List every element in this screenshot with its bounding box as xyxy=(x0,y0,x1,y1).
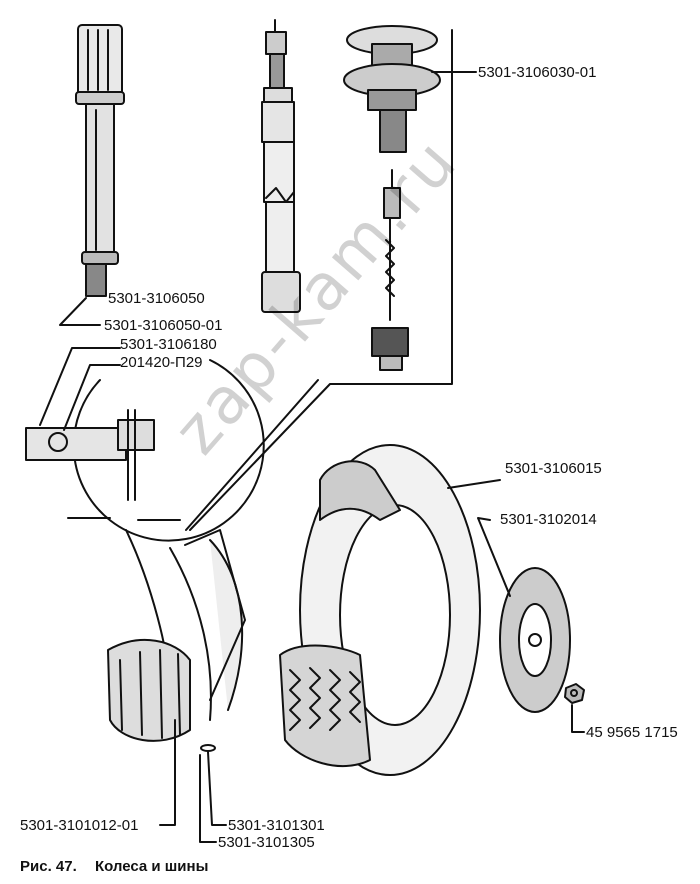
wheel-rim-drawing xyxy=(67,517,246,742)
nut-drawing xyxy=(564,683,585,704)
label-ring-b: 5301-3101305 xyxy=(218,834,315,851)
label-extension-hose: 5301-3106050 xyxy=(108,290,205,307)
label-tire: 5301-3106015 xyxy=(505,460,602,477)
tire-drawing xyxy=(279,444,481,776)
valve-stem-drawing xyxy=(261,19,301,313)
label-bolt: 201420-П29 xyxy=(120,354,203,371)
valve-cap-drawing xyxy=(343,25,441,371)
label-nut: 45 9565 1715 xyxy=(586,724,678,741)
hub-cap-drawing xyxy=(499,567,571,713)
figure-number: Рис. 47. xyxy=(20,858,77,875)
label-valve-clamp: 5301-3106180 xyxy=(120,336,217,353)
figure-caption: Рис. 47. Колеса и шины xyxy=(20,858,222,875)
extension-hose-drawing xyxy=(75,24,125,297)
detail-circle xyxy=(25,359,265,542)
figure-title: Колеса и шины xyxy=(94,858,209,875)
label-valve-stem-cap: 5301-3106030-01 xyxy=(478,64,597,81)
label-extension-hose-alt: 5301-3106050-01 xyxy=(104,317,223,334)
label-ring-a: 5301-3101301 xyxy=(228,817,325,834)
label-wheel-rim: 5301-3101012-01 xyxy=(20,817,139,834)
label-hub-cap: 5301-3102014 xyxy=(500,511,597,528)
